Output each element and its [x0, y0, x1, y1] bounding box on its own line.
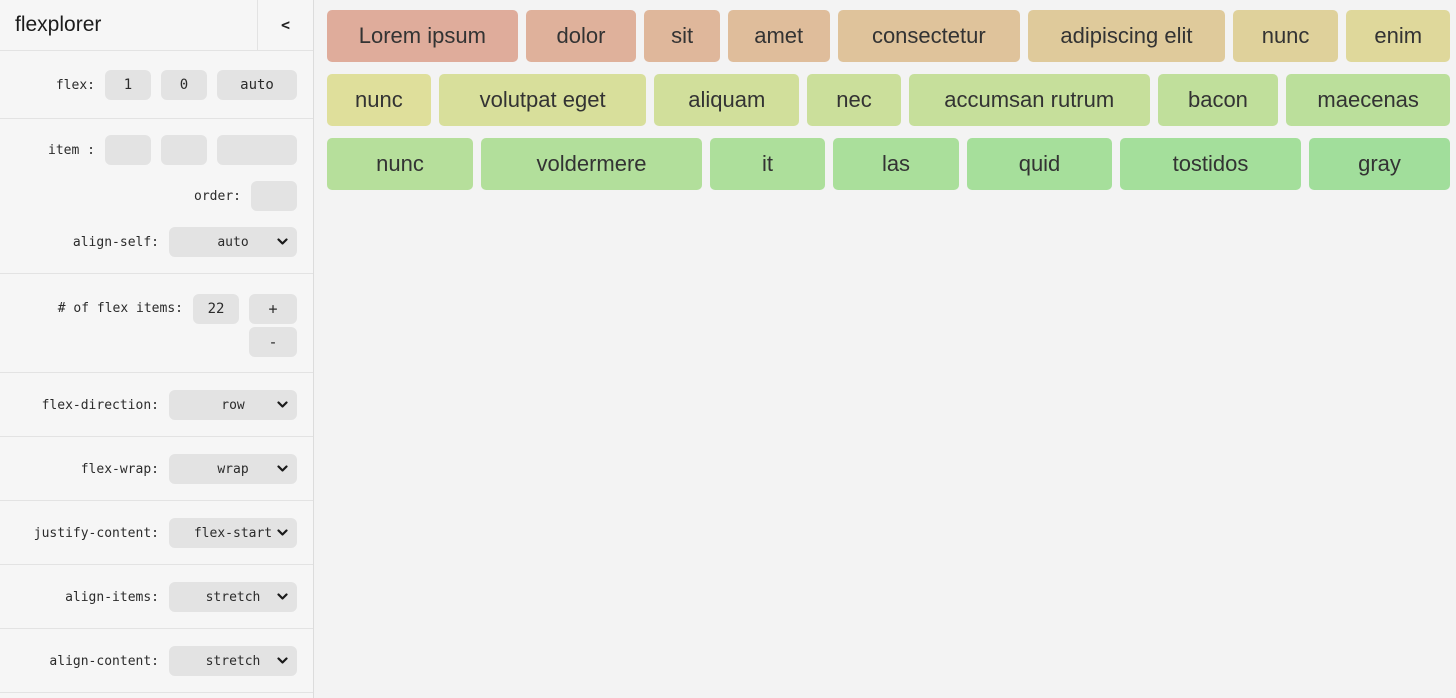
add-item-button[interactable]: + [249, 294, 297, 324]
align-items-row: align-items: stretch [0, 582, 313, 612]
item-count-label: # of flex items: [57, 301, 183, 316]
justify-content-select[interactable]: flex-start [169, 518, 297, 548]
flex-item[interactable]: quid [967, 138, 1112, 190]
flex-direction-label: flex-direction: [41, 397, 159, 413]
flex-item[interactable]: tostidos [1120, 138, 1301, 190]
item-count-row: # of flex items: + - [0, 294, 313, 357]
item-flex-basis-input[interactable] [217, 135, 297, 165]
flex-item[interactable]: Lorem ipsum [327, 10, 518, 62]
section-justify-content: justify-content: flex-start [0, 501, 313, 565]
flex-item[interactable]: dolor [525, 10, 637, 62]
flex-wrap-label: flex-wrap: [80, 461, 159, 477]
item-label: item : [48, 142, 95, 158]
align-content-row: align-content: stretch [0, 646, 313, 676]
align-self-row: align-self: auto [0, 227, 313, 257]
flex-item[interactable]: aliquam [654, 74, 800, 126]
chevron-down-icon [277, 529, 288, 536]
flex-wrap-row: flex-wrap: wrap [0, 454, 313, 484]
chevron-down-icon [277, 465, 288, 472]
flex-item[interactable]: amet [727, 10, 830, 62]
flex-item[interactable]: nunc [327, 138, 473, 190]
section-item-controls: item : order: align-self: auto [0, 119, 313, 274]
sidebar-header: flexplorer < [0, 0, 313, 51]
item-flex-row: item : [0, 135, 313, 165]
align-content-label: align-content: [49, 653, 159, 669]
flex-item[interactable]: maecenas [1286, 74, 1451, 126]
section-flex: flex: [0, 51, 313, 119]
flex-item[interactable]: voldermere [481, 138, 702, 190]
align-self-select[interactable]: auto [169, 227, 297, 257]
flex-item[interactable]: volutpat eget [438, 74, 647, 126]
align-self-value: auto [217, 234, 249, 250]
flex-row: flex: [0, 70, 313, 100]
align-items-label: align-items: [65, 589, 159, 605]
item-flex-shrink-input[interactable] [161, 135, 207, 165]
flex-container: Lorem ipsum dolor sit amet consectetur a… [323, 4, 1454, 196]
flex-direction-value: row [221, 397, 245, 413]
align-content-value: stretch [205, 653, 261, 669]
remove-item-button[interactable]: - [249, 327, 297, 357]
align-self-label: align-self: [72, 234, 159, 250]
flex-direction-row: flex-direction: row [0, 390, 313, 420]
flex-item[interactable]: consectetur [837, 10, 1021, 62]
sidebar-collapse-button[interactable]: < [257, 0, 313, 50]
flex-shrink-input[interactable] [161, 70, 207, 100]
flex-item[interactable]: nunc [327, 74, 431, 126]
flex-item[interactable]: nunc [1232, 10, 1339, 62]
flex-grow-input[interactable] [105, 70, 151, 100]
chevron-down-icon [277, 657, 288, 664]
flex-label: flex: [55, 77, 95, 93]
flex-item[interactable]: enim [1346, 10, 1450, 62]
flex-item[interactable]: nec [807, 74, 901, 126]
chevron-down-icon [277, 593, 288, 600]
flex-item[interactable]: sit [644, 10, 720, 62]
chevron-left-icon: < [280, 16, 291, 34]
flex-item[interactable]: it [710, 138, 825, 190]
flex-item[interactable]: las [833, 138, 959, 190]
item-flex-grow-input[interactable] [105, 135, 151, 165]
flex-playground: Lorem ipsum dolor sit amet consectetur a… [314, 0, 1456, 698]
chevron-down-icon [277, 401, 288, 408]
chevron-down-icon [277, 238, 288, 245]
flex-item[interactable]: adipiscing elit [1028, 10, 1225, 62]
flex-item[interactable]: bacon [1157, 74, 1279, 126]
section-item-count: # of flex items: + - [0, 274, 313, 373]
align-content-select[interactable]: stretch [169, 646, 297, 676]
flex-item[interactable]: gray [1309, 138, 1450, 190]
flex-item[interactable]: accumsan rutrum [908, 74, 1150, 126]
order-label: order: [194, 188, 241, 204]
order-row: order: [0, 181, 313, 211]
flex-direction-select[interactable]: row [169, 390, 297, 420]
flex-basis-input[interactable] [217, 70, 297, 100]
justify-content-label: justify-content: [33, 525, 159, 541]
align-items-value: stretch [205, 589, 261, 605]
flex-wrap-select[interactable]: wrap [169, 454, 297, 484]
section-align-content: align-content: stretch [0, 629, 313, 693]
item-count-steppers: + - [249, 294, 297, 357]
section-flex-wrap: flex-wrap: wrap [0, 437, 313, 501]
sidebar: flexplorer < flex: item : order: [0, 0, 314, 698]
app-title: flexplorer [15, 13, 102, 36]
flex-wrap-value: wrap [217, 461, 249, 477]
justify-content-value: flex-start [193, 525, 273, 541]
item-count-input[interactable] [193, 294, 239, 324]
section-align-items: align-items: stretch [0, 565, 313, 629]
order-input[interactable] [251, 181, 297, 211]
section-flex-direction: flex-direction: row [0, 373, 313, 437]
align-items-select[interactable]: stretch [169, 582, 297, 612]
justify-content-row: justify-content: flex-start [0, 518, 313, 548]
